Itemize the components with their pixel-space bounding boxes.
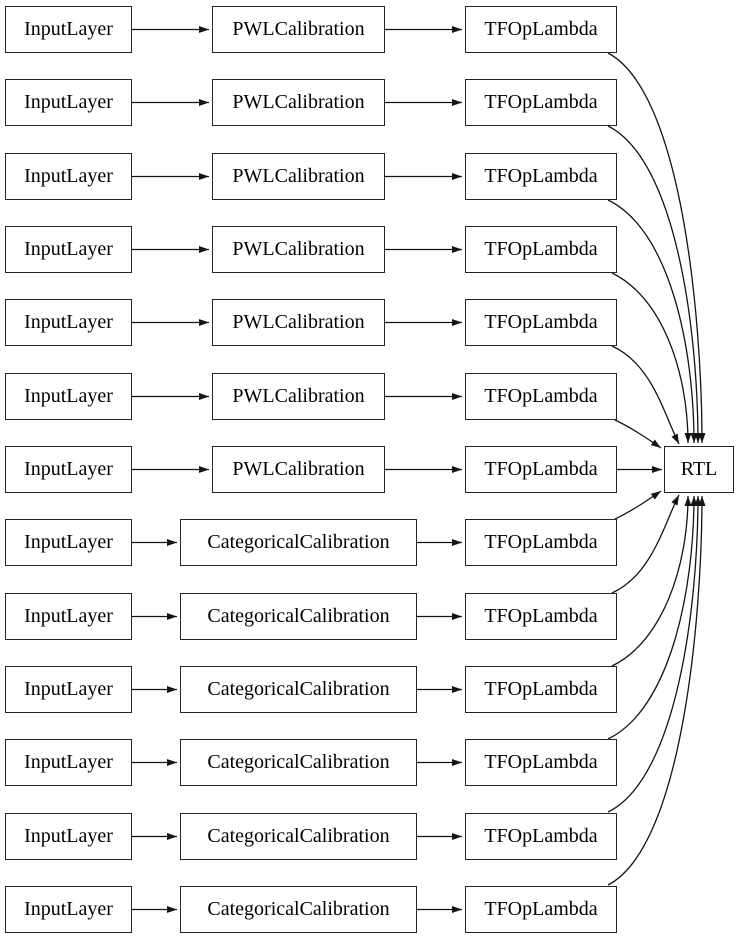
node-tfoplambda: TFOpLambda <box>465 666 617 713</box>
node-categoricalcalibration: CategoricalCalibration <box>180 666 417 713</box>
node-label: PWLCalibration <box>232 385 365 407</box>
node-label: PWLCalibration <box>232 458 365 480</box>
node-label: PWLCalibration <box>232 91 365 113</box>
node-label: InputLayer <box>24 751 113 773</box>
edge-lambda-to-rtl <box>607 495 698 740</box>
edge-lambda-to-rtl <box>607 52 706 444</box>
node-label: CategoricalCalibration <box>207 531 390 553</box>
node-inputlayer: InputLayer <box>5 593 132 640</box>
node-inputlayer: InputLayer <box>5 886 132 933</box>
node-pwlcalibration: PWLCalibration <box>212 79 385 126</box>
node-inputlayer: InputLayer <box>5 153 132 200</box>
node-label: CategoricalCalibration <box>207 678 390 700</box>
node-label: TFOpLambda <box>484 458 598 480</box>
node-tfoplambda: TFOpLambda <box>465 593 617 640</box>
node-label: TFOpLambda <box>484 678 598 700</box>
node-tfoplambda: TFOpLambda <box>465 739 617 786</box>
edge-lambda-to-rtl <box>611 494 680 594</box>
node-tfoplambda: TFOpLambda <box>465 519 617 566</box>
node-pwlcalibration: PWLCalibration <box>212 373 385 420</box>
node-inputlayer: InputLayer <box>5 6 132 53</box>
node-tfoplambda: TFOpLambda <box>465 299 617 346</box>
node-label: InputLayer <box>24 91 113 113</box>
node-inputlayer: InputLayer <box>5 79 132 126</box>
node-pwlcalibration: PWLCalibration <box>212 153 385 200</box>
node-inputlayer: InputLayer <box>5 299 132 346</box>
node-rtl: RTL <box>664 446 734 493</box>
node-pwlcalibration: PWLCalibration <box>212 446 385 493</box>
node-label: InputLayer <box>24 18 113 40</box>
edge-lambda-to-rtl <box>607 199 698 444</box>
node-label: InputLayer <box>24 458 113 480</box>
node-label: TFOpLambda <box>484 605 598 627</box>
edge-lambda-to-rtl <box>611 272 692 444</box>
node-inputlayer: InputLayer <box>5 226 132 273</box>
edge-lambda-to-rtl <box>607 125 702 444</box>
node-tfoplambda: TFOpLambda <box>465 153 617 200</box>
node-inputlayer: InputLayer <box>5 739 132 786</box>
node-label: TFOpLambda <box>484 825 598 847</box>
edge-lambda-to-rtl <box>611 345 680 445</box>
node-label: CategoricalCalibration <box>207 898 390 920</box>
node-inputlayer: InputLayer <box>5 666 132 713</box>
node-tfoplambda: TFOpLambda <box>465 373 617 420</box>
node-label: TFOpLambda <box>484 91 598 113</box>
edge-lambda-to-rtl <box>614 490 662 520</box>
edge-lambda-to-rtl <box>614 419 662 449</box>
node-tfoplambda: TFOpLambda <box>465 6 617 53</box>
node-tfoplambda: TFOpLambda <box>465 226 617 273</box>
node-pwlcalibration: PWLCalibration <box>212 226 385 273</box>
node-categoricalcalibration: CategoricalCalibration <box>180 519 417 566</box>
node-label: InputLayer <box>24 898 113 920</box>
node-label: InputLayer <box>24 238 113 260</box>
node-tfoplambda: TFOpLambda <box>465 79 617 126</box>
edge-lambda-to-rtl <box>607 495 706 886</box>
node-tfoplambda: TFOpLambda <box>465 446 617 493</box>
node-label: TFOpLambda <box>484 385 598 407</box>
node-label: InputLayer <box>24 311 113 333</box>
node-label: TFOpLambda <box>484 165 598 187</box>
node-label: PWLCalibration <box>232 238 365 260</box>
edge-lambda-to-rtl <box>607 495 702 813</box>
node-categoricalcalibration: CategoricalCalibration <box>180 886 417 933</box>
node-pwlcalibration: PWLCalibration <box>212 6 385 53</box>
node-label: TFOpLambda <box>484 18 598 40</box>
node-label: InputLayer <box>24 825 113 847</box>
node-categoricalcalibration: CategoricalCalibration <box>180 739 417 786</box>
node-tfoplambda: TFOpLambda <box>465 813 617 860</box>
node-label: TFOpLambda <box>484 531 598 553</box>
edge-lambda-to-rtl <box>611 495 692 667</box>
node-label: InputLayer <box>24 531 113 553</box>
node-label: InputLayer <box>24 165 113 187</box>
node-inputlayer: InputLayer <box>5 446 132 493</box>
node-label: CategoricalCalibration <box>207 751 390 773</box>
node-label: PWLCalibration <box>232 165 365 187</box>
node-label: TFOpLambda <box>484 898 598 920</box>
node-label: CategoricalCalibration <box>207 825 390 847</box>
node-inputlayer: InputLayer <box>5 813 132 860</box>
node-label: CategoricalCalibration <box>207 605 390 627</box>
node-label: TFOpLambda <box>484 311 598 333</box>
node-label: PWLCalibration <box>232 311 365 333</box>
node-label: RTL <box>680 458 718 480</box>
node-label: PWLCalibration <box>232 18 365 40</box>
node-inputlayer: InputLayer <box>5 373 132 420</box>
node-label: InputLayer <box>24 678 113 700</box>
node-label: InputLayer <box>24 385 113 407</box>
node-label: TFOpLambda <box>484 751 598 773</box>
node-label: InputLayer <box>24 605 113 627</box>
node-inputlayer: InputLayer <box>5 519 132 566</box>
node-pwlcalibration: PWLCalibration <box>212 299 385 346</box>
node-tfoplambda: TFOpLambda <box>465 886 617 933</box>
node-categoricalcalibration: CategoricalCalibration <box>180 593 417 640</box>
node-categoricalcalibration: CategoricalCalibration <box>180 813 417 860</box>
node-label: TFOpLambda <box>484 238 598 260</box>
